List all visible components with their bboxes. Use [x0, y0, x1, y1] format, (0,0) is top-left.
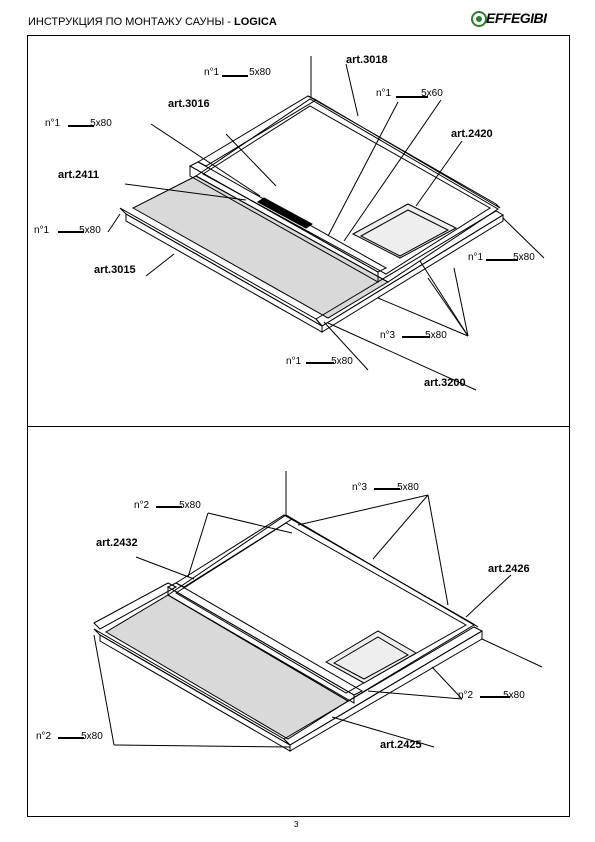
screw-label-4: n°1 5x80: [34, 225, 101, 236]
article-label-2425: art.2425: [380, 739, 422, 751]
article-label-2420: art.2420: [451, 128, 493, 140]
article-label-2426: art.2426: [488, 563, 530, 575]
page-number: 3: [294, 820, 299, 829]
screw-label-1: n°1 5x80: [204, 67, 271, 78]
top-assembly-panel: n°1 5x80 art.3018 n°1 5x60 art.3016 n°1 …: [27, 35, 570, 427]
page-title: ИНСТРУКЦИЯ ПО МОНТАЖУ САУНЫ - LOGICA: [28, 16, 277, 28]
title-text: ИНСТРУКЦИЯ ПО МОНТАЖУ САУНЫ -: [28, 16, 234, 28]
article-label-3016: art.3016: [168, 98, 210, 110]
screw-label-b1: n°3 5x80: [352, 482, 419, 493]
article-label-2432: art.2432: [96, 537, 138, 549]
effegibi-logo-icon: [471, 11, 487, 27]
screw-label-b2: n°2 5x80: [134, 500, 201, 511]
screw-label-2: n°1 5x60: [376, 88, 443, 99]
screw-label-5: n°1 5x80: [468, 252, 535, 263]
bottom-assembly-drawing: [58, 471, 543, 752]
bottom-assembly-panel: n°3 5x80 n°2 5x80 art.2432 art.2426 n°2 …: [27, 426, 570, 817]
article-label-3018: art.3018: [346, 54, 388, 66]
screw-label-6: n°3 5x80: [380, 330, 447, 341]
logo-text: EFFEGIBI: [486, 10, 547, 26]
article-label-3015: art.3015: [94, 264, 136, 276]
title-brand: LOGICA: [234, 16, 277, 28]
screw-label-b4: n°2 5x80: [36, 731, 103, 742]
top-assembly-drawing: [58, 56, 545, 391]
screw-label-b3: n°2 5x80: [458, 690, 525, 701]
article-label-3200: art.3200: [424, 377, 466, 389]
screw-label-7: n°1 5x80: [286, 356, 353, 367]
article-label-2411: art.2411: [58, 169, 99, 181]
screw-label-3: n°1 5x80: [45, 118, 112, 129]
